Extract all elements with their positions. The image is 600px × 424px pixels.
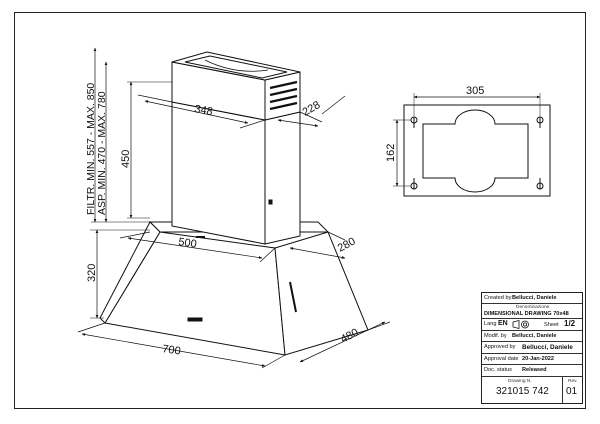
aspiration-range-label: ASP. MIN. 470 - MAX. 780 (96, 91, 108, 215)
hood-height-label: 320 (86, 264, 98, 282)
drawing-number-row: Drawing N. 321015 742 Rev. 01 (482, 377, 582, 403)
denomination-value: DIMENSIONAL DRAWING 70x48 (484, 311, 569, 317)
modified-by-value: Bellucci, Daniele (512, 333, 557, 339)
revision-value: 01 (566, 386, 578, 397)
hood-body (99, 221, 369, 356)
bracket-height-label: 162 (385, 144, 397, 162)
projection-symbol-icon (512, 319, 530, 331)
approved-by-row: Approved by Bellucci, Daniele (482, 342, 582, 354)
doc-status-row: Doc. status Released (482, 365, 582, 377)
approved-by-value: Bellucci, Daniele (522, 344, 573, 351)
approval-date-value: 20-Jan-2022 (522, 356, 555, 362)
hood-top-width-label: 500 (178, 236, 198, 250)
dimension-lines (77, 47, 391, 369)
bracket-width-label: 305 (466, 85, 484, 97)
chimney-width-label: 348 (193, 103, 213, 118)
lang-value: EN (498, 320, 508, 327)
created-by-row: Created by Bellucci, Daniele (482, 293, 582, 304)
chimney-height-label: 450 (120, 150, 132, 168)
created-by-value: Bellucci, Daniele (512, 295, 557, 301)
lang-row: Lang EN Sheet 1/2 (482, 319, 582, 331)
hood-base-width-label: 700 (162, 343, 182, 357)
approval-date-row: Approval date 20-Jan-2022 (482, 354, 582, 365)
denomination-row: Denominazione DIMENSIONAL DRAWING 70x48 (482, 304, 582, 319)
title-block: Created by Bellucci, Daniele Denominazio… (481, 292, 583, 404)
chimney-vents (269, 80, 298, 111)
hood-top-depth-label: 280 (336, 235, 358, 254)
bracket-dimension-lines (393, 93, 541, 187)
drawing-number-value: 321015 742 (496, 386, 549, 397)
wall-bracket (403, 104, 551, 197)
filter-range-label: FILTR. MIN. 557 - MAX. 850 (85, 83, 97, 215)
doc-status-value: Released (522, 367, 547, 373)
modified-by-row: Modif. by Bellucci, Daniele (482, 331, 582, 342)
chimney-depth-label: 228 (301, 99, 323, 119)
drawing-sheet-border (14, 12, 586, 409)
chimney (171, 51, 301, 245)
sheet-value: 1/2 (564, 319, 576, 328)
